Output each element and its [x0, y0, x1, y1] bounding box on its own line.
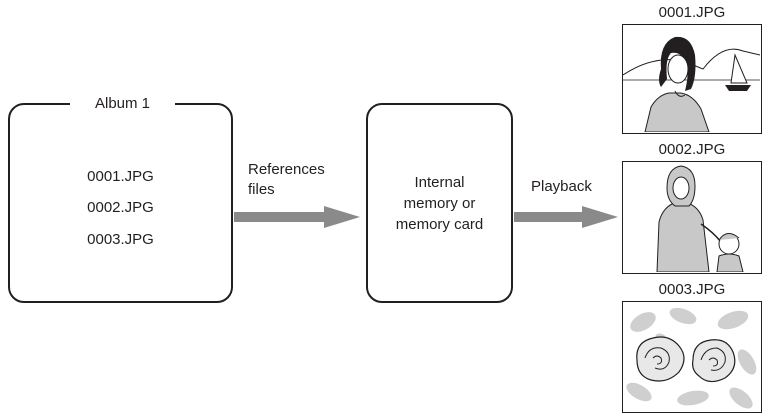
- woman-seaside-photo: [623, 36, 760, 132]
- thumbnail-3: [622, 301, 762, 413]
- references-arrow: [234, 206, 360, 228]
- memory-label-line-1: Internal: [414, 173, 465, 191]
- album-file-2: 0002.JPG: [87, 199, 154, 216]
- album-file-3: 0003.JPG: [87, 231, 154, 248]
- playback-label: Playback: [531, 178, 592, 195]
- memory-label-line-3: memory card: [395, 215, 484, 233]
- memory-box: Internal memory or memory card: [366, 103, 513, 303]
- memory-label: Internal memory or memory card: [380, 172, 500, 235]
- album-title: Album 1: [70, 93, 175, 115]
- woman-child-photo: [656, 165, 744, 272]
- references-label-line-2: files: [248, 181, 275, 198]
- references-label-line-1: References: [248, 161, 325, 178]
- thumbnail-caption-1: 0001.JPG: [658, 4, 726, 21]
- album-file-1: 0001.JPG: [87, 168, 154, 185]
- playback-arrow: [514, 206, 618, 228]
- thumbnail-caption-2: 0002.JPG: [658, 141, 726, 158]
- memory-label-line-2: memory or: [403, 194, 476, 212]
- thumbnail-caption-3: 0003.JPG: [658, 281, 726, 298]
- references-label: References files: [248, 160, 325, 200]
- thumbnail-2: [622, 161, 762, 274]
- roses-photo: [626, 307, 757, 409]
- thumbnail-1: [622, 24, 762, 134]
